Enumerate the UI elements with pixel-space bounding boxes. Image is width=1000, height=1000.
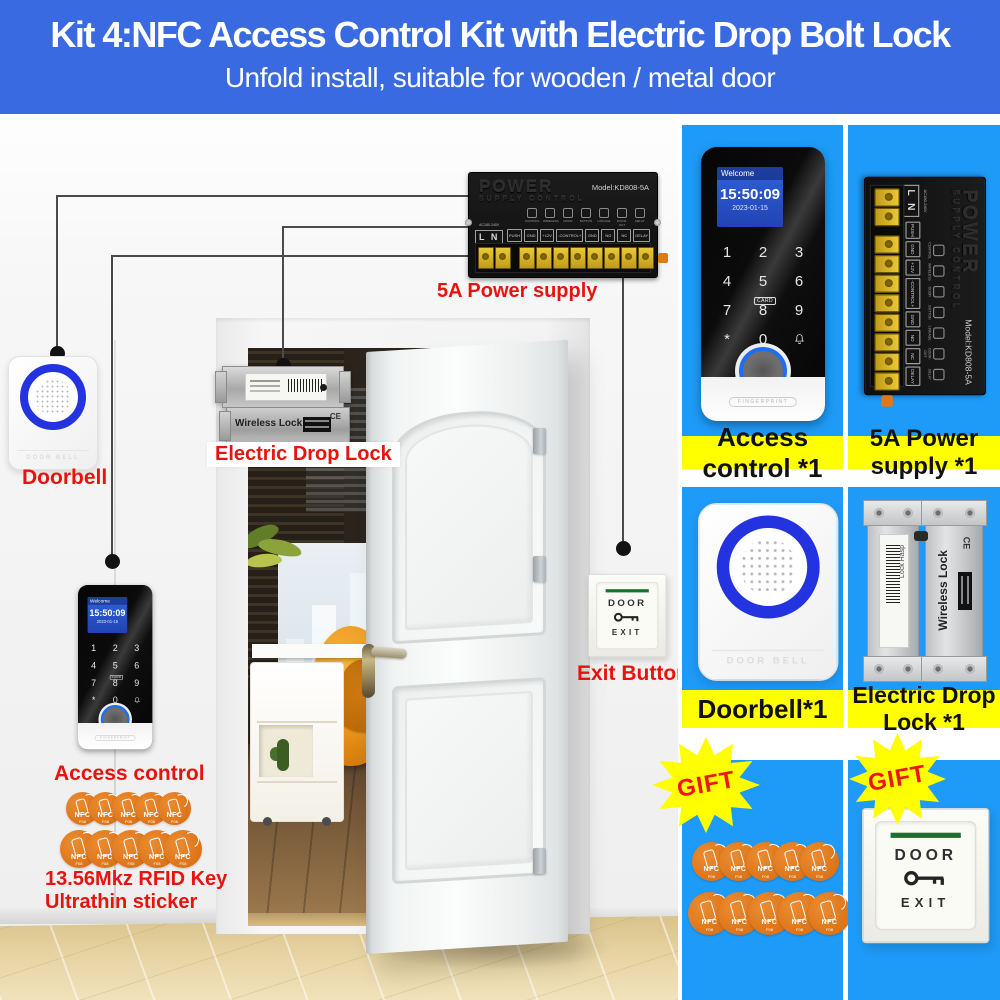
white-cabinet xyxy=(250,662,344,826)
psu-icon-row: CONTROL WIRELESS DOOR BUTTON LINKAGE DOO… xyxy=(525,208,647,227)
drop-lock-callout: Electric Drop Lock xyxy=(207,442,400,467)
psu-brand-text: POWER xyxy=(479,177,554,196)
ce-mark: CE xyxy=(329,412,341,421)
keypad-keys: 1 2 3 4 5 6 7 8 9 * 0 xyxy=(83,640,148,708)
wire-doorbell-drop xyxy=(56,195,58,350)
bell-icon xyxy=(126,692,148,708)
lock-main-body: Wireless Lock CE xyxy=(219,407,350,445)
kit-title: Kit 4:NFC Access Control Kit with Electr… xyxy=(50,14,951,55)
key-icon xyxy=(876,868,975,895)
card-badge: CARD xyxy=(754,297,777,305)
power-supply-callout: 5A Power supply xyxy=(437,280,598,302)
kit-subtitle: Unfold install, suitable for wooden / me… xyxy=(224,62,776,93)
bell-icon xyxy=(781,326,817,352)
doorbell-product: DOOR BELL xyxy=(698,503,839,681)
title-banner: Kit 4:NFC Access Control Kit with Electr… xyxy=(0,0,1000,114)
white-desk xyxy=(252,644,382,658)
lock-hasp-product: Lock Hasp xyxy=(863,500,923,682)
wire-doorbell-to-psu xyxy=(56,195,470,197)
card-power-supply: POWER SUPPLY CONTROL Model:KD808-5A CONT… xyxy=(848,125,1000,480)
parts-panel: Welcome 15:50:09 2023-01-15 1 2 3 4 5 6 … xyxy=(652,114,1000,1000)
linkage-icon: LINKAGE xyxy=(597,208,611,227)
card-badge: CARD xyxy=(109,675,124,680)
exit-button-callout: Exit Button xyxy=(577,662,678,685)
card-doorbell: DOOR BELL Doorbell*1 xyxy=(682,487,843,728)
wire-droplock-drop xyxy=(282,226,284,362)
psu-ac-rating: AC180-240V xyxy=(479,223,500,227)
barcode xyxy=(886,543,900,603)
psu-terminal-strip xyxy=(475,243,668,273)
door-icon: DOOR xyxy=(561,208,575,227)
green-indicator-line xyxy=(605,589,650,593)
bolt-hole xyxy=(320,384,327,391)
lock-hasp-body xyxy=(215,366,351,408)
electric-drop-lock-device: Wireless Lock CE xyxy=(214,366,352,445)
exit-button-product: DOOR EXIT xyxy=(862,808,990,944)
psu-terminal-labels: PUSH GND +12V -CONTROL+ GND NO NC DELAY xyxy=(507,229,651,242)
control-icon: CONTROL xyxy=(525,208,540,227)
speaker-holes xyxy=(35,379,71,415)
door-upper-panel xyxy=(392,406,546,645)
installation-scene: POWER SUPPLY CONTROL Model:KD808-5A CONT… xyxy=(0,114,678,1000)
wire-exitbutton-drop xyxy=(622,268,624,550)
card-caption: Access control *1 xyxy=(682,422,843,483)
wire-endpoint-exitbutton xyxy=(616,541,631,556)
lock-label xyxy=(245,373,327,401)
wire-keypad-to-psu xyxy=(111,255,470,257)
power-supply-unit: POWER SUPPLY CONTROL Model:KD808-5A CONT… xyxy=(465,172,668,278)
access-control-callout: Access control xyxy=(54,762,205,785)
doorbell-device: DOOR BELL xyxy=(8,356,98,470)
card-caption: 5A Power supply *1 xyxy=(848,425,1000,480)
fingerprint-label: FINGERPRINT xyxy=(728,397,798,407)
door-hinge xyxy=(533,556,546,582)
doorbell-embossed-text: DOOR BELL xyxy=(17,450,89,461)
wireless-lock-product: Wireless Lock CE xyxy=(921,500,987,682)
ce-mark: CE xyxy=(961,536,972,550)
door-out-icon: DOOR-OUT xyxy=(615,208,629,227)
wireless-icon: WIRELESS xyxy=(543,208,559,227)
keypad-screen: Welcome 15:50:09 2023-01-15 xyxy=(717,167,783,227)
barcode xyxy=(288,379,322,392)
button-icon: BUTTON xyxy=(579,208,593,227)
keypad-keys: 1 2 3 4 5 6 7 8 9 * 0 xyxy=(709,239,817,352)
wire-keypad-drop xyxy=(111,255,113,558)
green-indicator-line xyxy=(890,832,962,838)
spec-label xyxy=(958,572,972,610)
doorbell-callout: Doorbell xyxy=(22,466,108,489)
doorbell-ring xyxy=(20,364,86,430)
key-icon xyxy=(597,611,658,628)
door-lower-panel xyxy=(392,676,546,885)
delay-icon: DELAY xyxy=(633,208,647,227)
card-caption: Doorbell*1 xyxy=(682,690,843,728)
fingerprint-label: FINGERPRINT xyxy=(94,735,136,741)
wire-endpoint-keypad xyxy=(105,554,120,569)
keypad-screen: Welcome 15:50:09 2023-01-15 xyxy=(87,597,128,633)
card-access-control: Welcome 15:50:09 2023-01-15 1 2 3 4 5 6 … xyxy=(682,125,843,483)
rfid-callout-line2: Ultrathin sticker xyxy=(45,891,198,913)
wireless-lock-text: Wireless Lock xyxy=(235,418,303,429)
spec-label xyxy=(303,417,331,432)
rfid-callout-line1: 13.56Mkz RFID Key xyxy=(45,868,228,890)
door-handle xyxy=(370,646,408,660)
exit-button-device: DOOR EXIT xyxy=(588,574,667,658)
card-drop-lock: Lock Hasp Wireless Lock CE Electric Drop… xyxy=(848,487,1000,735)
psu-ln-terminals: L N xyxy=(475,230,504,244)
psu-model-text: Model:KD808-5A xyxy=(591,183,649,192)
wire-droplock-to-psu xyxy=(282,226,470,228)
cactus xyxy=(270,739,289,771)
access-control-device: Welcome 15:50:09 2023-01-15 1 2 3 4 5 6 … xyxy=(78,585,153,750)
psu-delay-trimmer xyxy=(658,253,668,263)
access-control-product: Welcome 15:50:09 2023-01-15 1 2 3 4 5 6 … xyxy=(701,147,825,421)
card-caption: Electric Drop Lock *1 xyxy=(848,682,1000,735)
lock-bolt xyxy=(914,531,928,541)
door-hinge xyxy=(533,428,546,454)
psu-brand-subtext: SUPPLY CONTROL xyxy=(479,196,585,203)
door-hinge xyxy=(533,848,546,874)
